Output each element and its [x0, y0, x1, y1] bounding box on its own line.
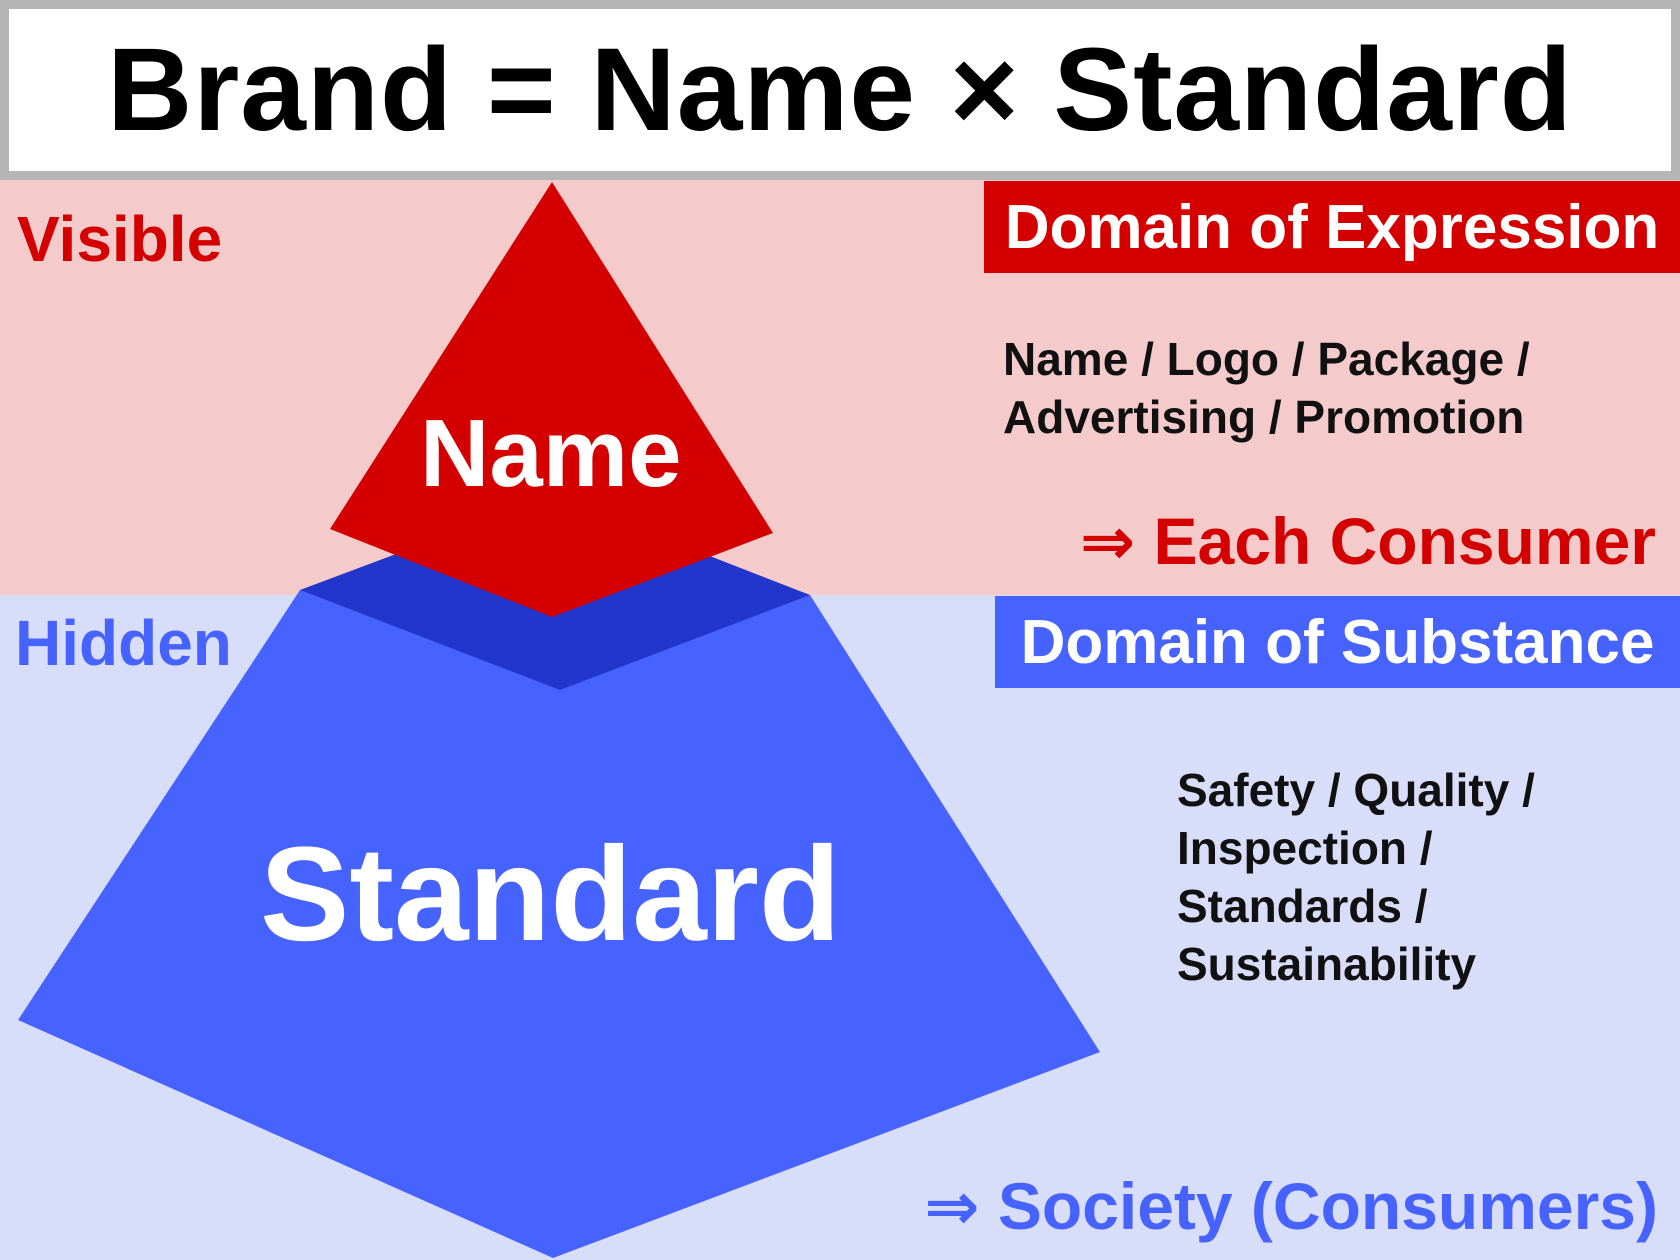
expression-item: Advertising / Promotion — [1003, 391, 1525, 443]
society-target: ⇒ Society (Consumers) — [924, 1169, 1658, 1243]
standard-pyramid-body — [18, 590, 1100, 1258]
hidden-label: Hidden — [15, 607, 232, 679]
substance-item: Safety / Quality / — [1177, 764, 1535, 816]
substance-item: Sustainability — [1177, 938, 1477, 990]
standard-shape-label: Standard — [260, 820, 841, 969]
expression-item: Name / Logo / Package / — [1003, 333, 1530, 385]
domain-of-expression-title: Domain of Expression — [1004, 192, 1660, 262]
name-shape-label: Name — [420, 400, 682, 507]
visible-label: Visible — [17, 203, 223, 275]
domain-of-substance-box: Domain of Substance — [995, 596, 1680, 688]
substance-item: Inspection / — [1177, 822, 1433, 874]
domain-of-expression-box: Domain of Expression — [984, 181, 1680, 273]
each-consumer-target: ⇒ Each Consumer — [1079, 504, 1656, 578]
page-title: Brand = Name × Standard — [107, 24, 1573, 156]
domain-of-substance-title: Domain of Substance — [1020, 607, 1655, 677]
expression-items: Name / Logo / Package / Advertising / Pr… — [1003, 330, 1530, 446]
substance-item: Standards / — [1177, 880, 1428, 932]
substance-items: Safety / Quality / Inspection / Standard… — [1177, 761, 1535, 993]
name-triangle — [330, 182, 773, 617]
title-banner: Brand = Name × Standard — [0, 0, 1680, 180]
